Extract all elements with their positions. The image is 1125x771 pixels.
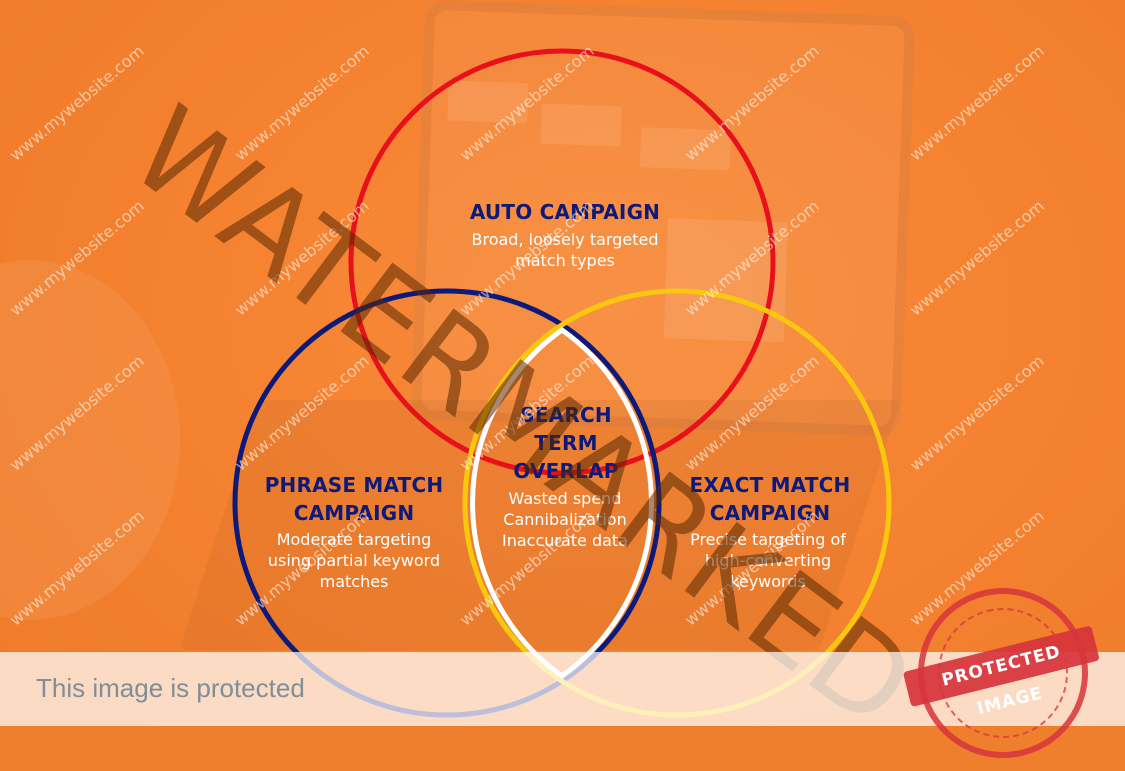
exact-match-title-line: EXACT MATCH — [689, 473, 851, 497]
overlap-line: Wasted spend — [508, 489, 622, 508]
overlap-description: Wasted spend Cannibalization Inaccurate … — [470, 488, 660, 551]
overlap-line: Cannibalization — [503, 510, 627, 529]
phrase-match-title-line: PHRASE MATCH — [264, 473, 444, 497]
phrase-match-description: Moderate targeting using partial keyword… — [244, 529, 464, 592]
exact-match-line: keywords — [730, 572, 806, 591]
phrase-match-title-line: CAMPAIGN — [293, 501, 415, 525]
overlap-title-line: OVERLAP — [513, 459, 619, 483]
protected-banner-text: This image is protected — [36, 673, 305, 703]
overlap-title-line: SEARCH — [520, 403, 612, 427]
exact-match-line: high-converting — [704, 551, 832, 570]
overlap-line: Inaccurate data — [501, 531, 629, 550]
bottom-strip — [0, 726, 1125, 771]
phrase-match-line: Moderate targeting — [276, 530, 432, 549]
overlap-title-line: TERM — [534, 431, 598, 455]
phrase-match-line: using partial keyword — [267, 551, 441, 570]
auto-campaign-title: AUTO CAMPAIGN — [469, 200, 661, 224]
auto-campaign-description: Broad, loosely targeted match types — [420, 229, 710, 271]
auto-campaign-line: match types — [515, 251, 615, 270]
exact-match-description: Precise targeting of high-converting key… — [666, 529, 870, 592]
exact-match-title: EXACT MATCH CAMPAIGN — [660, 471, 880, 527]
overlap-title: SEARCH TERM OVERLAP — [486, 401, 646, 485]
phrase-match-title: PHRASE MATCH CAMPAIGN — [234, 471, 474, 527]
auto-campaign-circle — [348, 48, 776, 476]
exact-match-line: Precise targeting of — [690, 530, 846, 549]
exact-match-title-line: CAMPAIGN — [709, 501, 831, 525]
auto-campaign-line: Broad, loosely targeted — [471, 230, 659, 249]
phrase-match-line: matches — [319, 572, 389, 591]
